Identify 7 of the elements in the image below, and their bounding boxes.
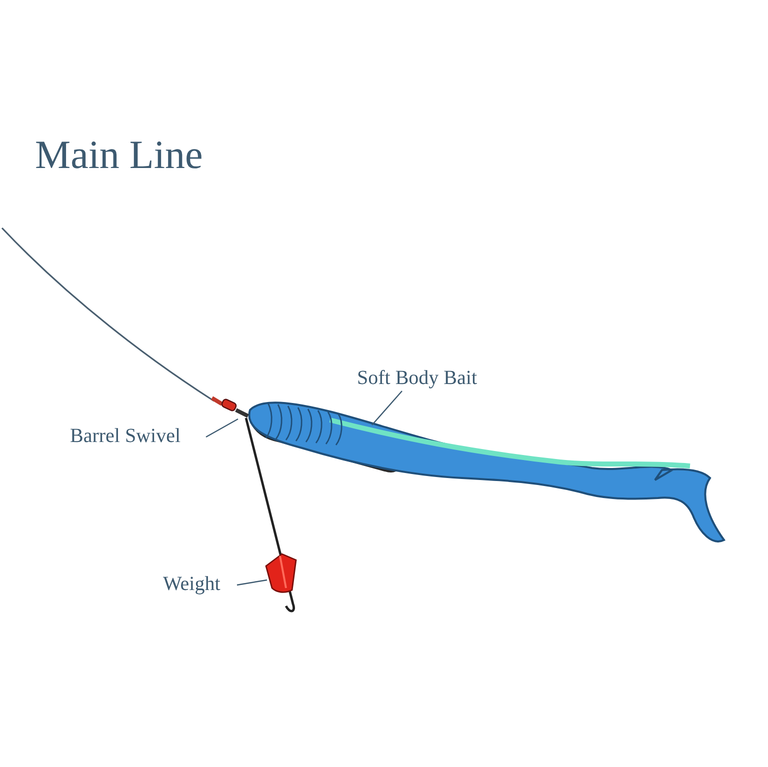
leader-line bbox=[236, 579, 268, 586]
leader-line bbox=[372, 390, 402, 426]
part-label: Soft Body Bait bbox=[357, 366, 478, 390]
leader-line bbox=[206, 418, 238, 438]
diagram-heading: Main Line bbox=[35, 132, 203, 178]
part-label: Weight bbox=[163, 572, 220, 596]
part-label: Barrel Swivel bbox=[70, 424, 181, 448]
